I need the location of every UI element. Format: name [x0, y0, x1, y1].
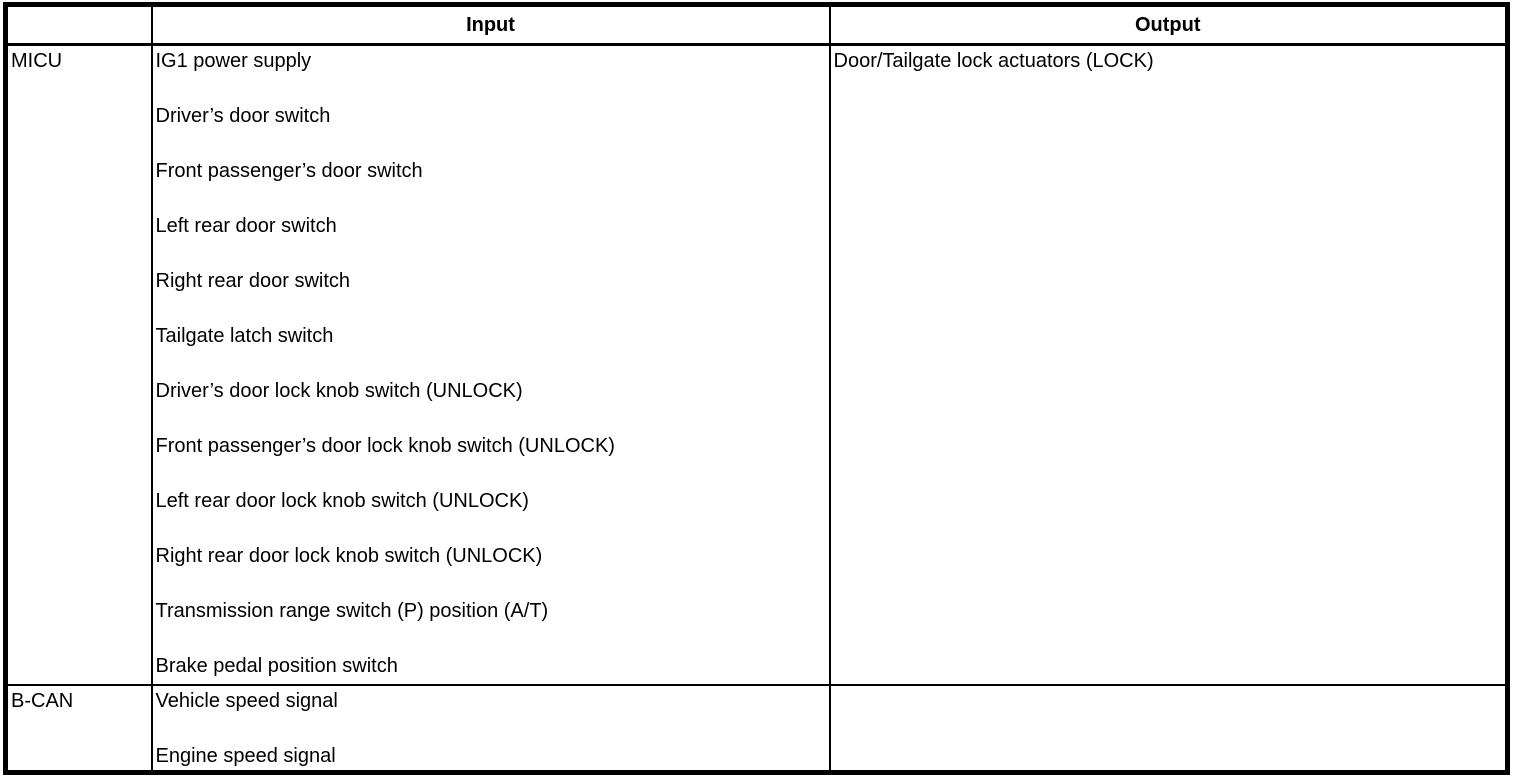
input-item: Front passenger’s door switch: [155, 160, 423, 182]
input-item: Brake pedal position switch: [155, 655, 398, 677]
input-item: Right rear door lock knob switch (UNLOCK…: [155, 545, 543, 567]
output-cell-bcan: [828, 683, 1509, 774]
source-cell-micu: MICU: [4, 43, 153, 686]
source-label: MICU: [11, 50, 63, 72]
col-header-output: Output: [828, 3, 1509, 46]
source-cell-bcan: B-CAN: [4, 683, 153, 774]
output-cell-micu: Door/Tailgate lock actuators (LOCK): [828, 43, 1509, 686]
col-header-input: Input: [150, 3, 831, 46]
input-cell-bcan: Vehicle speed signal Engine speed signal: [150, 683, 831, 774]
output-item: Door/Tailgate lock actuators (LOCK): [833, 50, 1154, 72]
source-label: B-CAN: [11, 689, 74, 712]
input-output-table: Input Output MICU IG1 power supply Drive…: [3, 2, 1510, 775]
input-item: Vehicle speed signal: [155, 689, 338, 712]
table-row-micu: MICU IG1 power supply Driver’s door swit…: [4, 43, 1509, 686]
input-item: Transmission range switch (P) position (…: [155, 600, 549, 622]
input-item: Driver’s door switch: [155, 105, 331, 127]
input-item: Engine speed signal: [155, 744, 336, 767]
input-item: Left rear door lock knob switch (UNLOCK): [155, 490, 529, 512]
header-row: Input Output: [4, 3, 1509, 46]
input-item: Front passenger’s door lock knob switch …: [155, 435, 615, 457]
input-item: Driver’s door lock knob switch (UNLOCK): [155, 380, 523, 402]
table-row-bcan: B-CAN Vehicle speed signal Engine speed …: [4, 683, 1509, 774]
input-item: IG1 power supply: [155, 50, 312, 72]
input-item: Tailgate latch switch: [155, 325, 334, 347]
input-item: Right rear door switch: [155, 270, 351, 292]
col-header-source: [4, 3, 153, 46]
input-item: Left rear door switch: [155, 215, 337, 237]
input-cell-micu: IG1 power supply Driver’s door switch Fr…: [150, 43, 831, 686]
